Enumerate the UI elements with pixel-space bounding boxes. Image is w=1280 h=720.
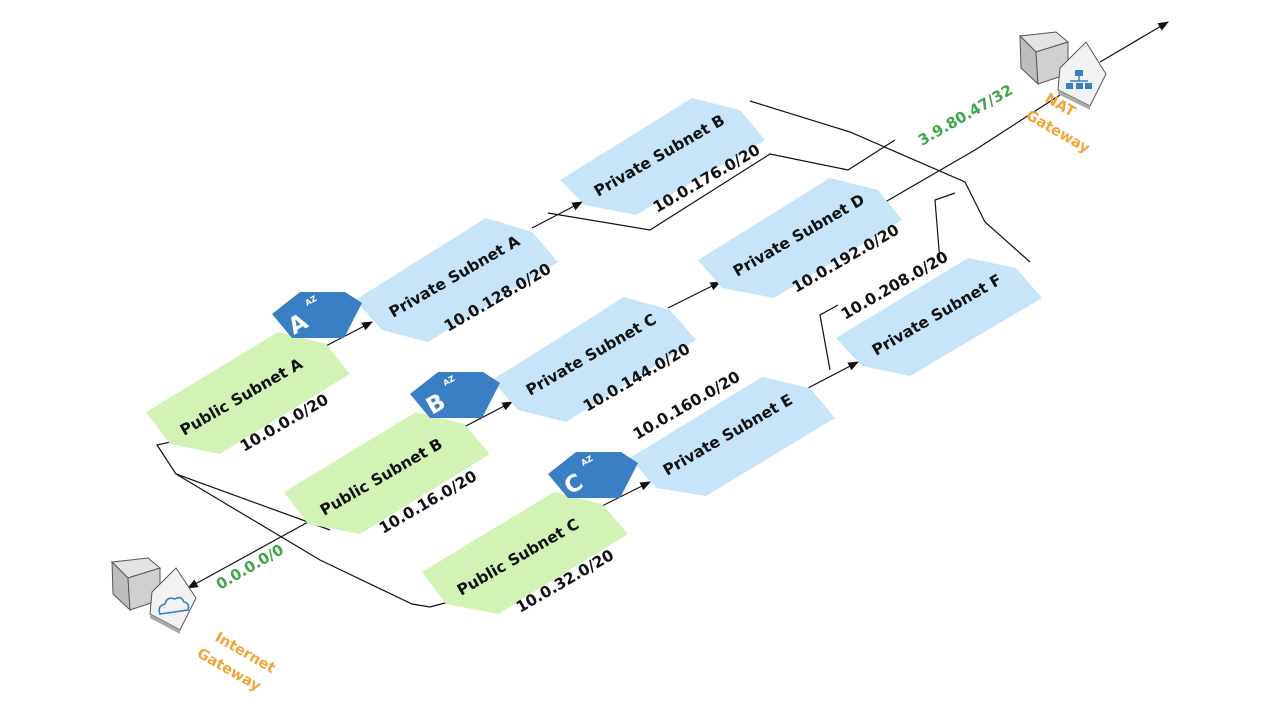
- connector-private-b-upper: [749, 100, 1031, 263]
- public-subnet-a-shape: [146, 332, 350, 454]
- nat-gateway-label-line2: Gateway: [1023, 108, 1093, 157]
- connector-lines: [156, 21, 1169, 608]
- az-badge-b: AZ B: [410, 372, 500, 420]
- private-subnet-b[interactable]: Private Subnet B 10.0.176.0/20: [560, 98, 765, 216]
- private-subnet-e[interactable]: Private Subnet E 10.0.160.0/20: [630, 368, 835, 496]
- az-b-hexagon: [410, 372, 500, 418]
- arrow-private-c-to-private-d: [667, 281, 721, 309]
- nat-outbound-arrow: [1099, 21, 1169, 63]
- internet-route-cidr: 0.0.0.0/0: [213, 540, 287, 593]
- az-badge-a: AZ A: [272, 292, 362, 340]
- public-subnet-a[interactable]: Public Subnet A 10.0.0.0/20: [146, 332, 350, 455]
- public-subnet-b[interactable]: Public Subnet B 10.0.16.0/20: [284, 412, 490, 537]
- internet-route-arrow: [187, 509, 331, 589]
- private-subnet-a-shape: [355, 218, 558, 342]
- public-subnet-c-shape: [422, 492, 628, 614]
- internet-gateway-device: [110, 557, 197, 634]
- network-hierarchy-icon: [1066, 70, 1092, 89]
- arrow-public-c-to-private-e: [597, 481, 651, 509]
- az-c-hexagon: [548, 452, 638, 498]
- private-subnet-b-shape: [560, 98, 765, 215]
- private-subnet-f[interactable]: Private Subnet F 10.0.208.0/20: [836, 248, 1042, 376]
- arrow-private-a-to-private-b: [531, 201, 583, 229]
- internet-gateway[interactable]: Internet Gateway 0.0.0.0/0: [110, 540, 287, 695]
- nat-gateway[interactable]: NAT Gateway 3.9.80.47/32: [915, 31, 1107, 157]
- private-subnet-f-shape: [836, 258, 1042, 376]
- private-subnet-d-shape: [698, 178, 902, 298]
- private-subnet-c[interactable]: Private Subnet C 10.0.144.0/20: [492, 297, 696, 422]
- private-subnet-d[interactable]: Private Subnet D 10.0.192.0/20: [698, 178, 902, 298]
- private-subnet-a[interactable]: Private Subnet A 10.0.128.0/20: [355, 218, 558, 342]
- connector-nat-route: [879, 94, 1061, 206]
- private-subnet-e-shape: [630, 377, 835, 496]
- private-subnet-c-shape: [492, 297, 696, 422]
- connector-private-f-loop: [934, 192, 956, 263]
- arrow-public-a-to-private-a: [321, 321, 373, 349]
- arrow-private-e-to-private-f: [807, 361, 859, 389]
- arrow-public-b-to-private-c: [461, 401, 513, 429]
- connector-public-c-loop: [175, 473, 472, 608]
- public-subnet-c[interactable]: Public Subnet C 10.0.32.0/20: [422, 492, 628, 616]
- cloud-icon: [158, 596, 190, 615]
- az-badge-c: AZ C: [548, 452, 638, 500]
- nat-gateway-device: [1018, 31, 1107, 110]
- az-a-hexagon: [272, 292, 362, 338]
- nat-gateway-address: 3.9.80.47/32: [915, 81, 1016, 150]
- connector-private-b-lower: [547, 139, 896, 231]
- connector-private-e-loop: [819, 304, 839, 371]
- public-subnet-b-shape: [284, 412, 490, 534]
